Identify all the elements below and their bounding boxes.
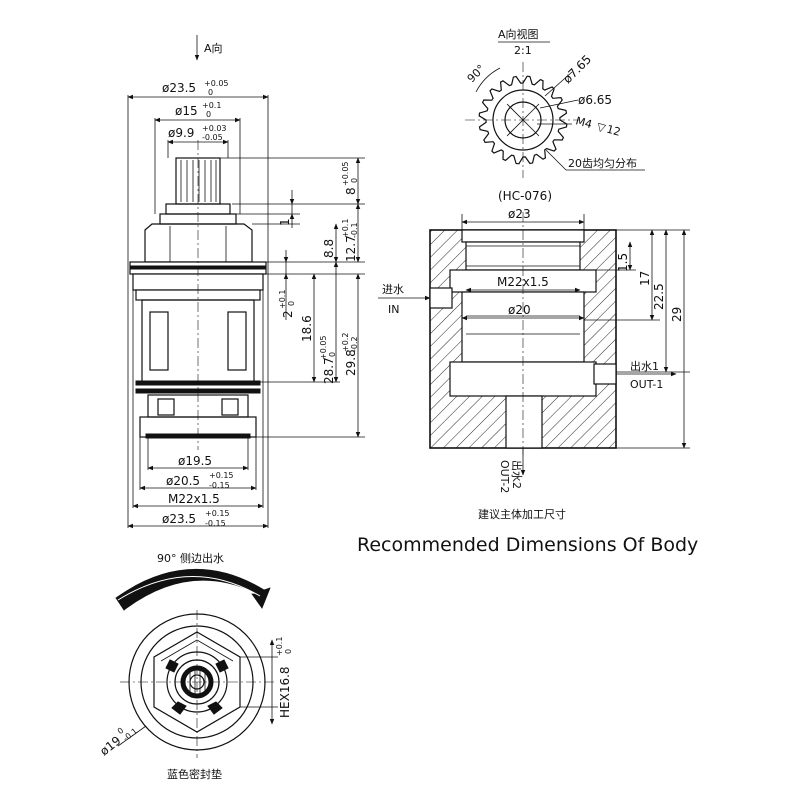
- dim-1: 1: [278, 218, 292, 226]
- dim-2-tol-lower: 0: [287, 301, 296, 306]
- hex-dim: HEX16.8: [278, 666, 292, 718]
- dim-bottom-width-tol-lower: -0.15: [205, 519, 226, 528]
- bottom-dia-tol-lower: -0.1: [121, 726, 139, 743]
- rotation-label: 90° 侧边出水: [157, 551, 224, 565]
- body-dim-23: ø23: [508, 207, 531, 221]
- dim-28-7-tol-upper: +0.05: [319, 335, 328, 360]
- dim-9-9-tol-upper: +0.03: [202, 124, 227, 133]
- spline-lines: [180, 160, 217, 202]
- dim-8-8: 8.8: [322, 239, 336, 258]
- dim-top-width-tol-lower: 0: [208, 88, 213, 97]
- outlet2-label-cn: 出水2: [510, 460, 524, 489]
- bottom-dia: ø19: [97, 733, 123, 758]
- dim-2-tol-upper: +0.1: [278, 290, 287, 309]
- view-a-spline-end: A向视图 2:1 90° ø7.65 ø6.65 M4 ▽ 12 20齿均匀分布…: [465, 27, 645, 203]
- dim-15-tol-upper: +0.1: [202, 101, 221, 110]
- bottom-dia-tol-upper: 0: [116, 726, 126, 736]
- dim-8: 8: [344, 187, 358, 195]
- dim-20-5-tol-lower: -0.15: [209, 481, 230, 490]
- dim-top-width-tol-upper: +0.05: [204, 79, 229, 88]
- dim-29-8-tol-lower: -0.2: [350, 336, 359, 352]
- inlet-label-cn: 进水: [382, 283, 404, 296]
- view-a-scale: 2:1: [514, 44, 532, 57]
- seal-note: 蓝色密封垫: [167, 767, 222, 781]
- body-dim-29: 29: [670, 307, 684, 322]
- view-a-angle: 90°: [465, 62, 488, 85]
- outlet1-label-en: OUT-1: [630, 378, 663, 391]
- bottom-view: 90° 侧边出水 HEX16.8 +0.1: [97, 551, 293, 781]
- cartridge-side-view: A向: [127, 35, 365, 529]
- view-a-dim-minor: ø6.65: [578, 93, 612, 107]
- view-a-model: (HC-076): [498, 189, 552, 203]
- body-dim-17: 17: [638, 271, 652, 286]
- inlet-label-en: IN: [388, 303, 399, 316]
- body-dim-22-5: 22.5: [652, 283, 666, 310]
- dim-29-8-tol-upper: +0.2: [341, 333, 350, 352]
- dim-8-tol-lower: 0: [350, 178, 359, 183]
- outlet2-label-en: OUT-2: [498, 460, 511, 493]
- dim-8-tol-upper: +0.05: [341, 161, 350, 186]
- body-section-view: ø23 M22x1.5 ø20 1.5 17 22.5 29 进水 IN: [357, 207, 698, 556]
- view-a-dim-thread: M4: [574, 114, 593, 131]
- outlet1-label-cn: 出水1: [630, 359, 659, 373]
- view-a-dim-depth: 12: [605, 123, 622, 139]
- dim-top-width: ø23.5: [162, 81, 196, 95]
- view-a-direction-label: A向: [204, 41, 223, 55]
- body-caption-cn: 建议主体加工尺寸: [478, 507, 566, 521]
- dim-12-7-tol-upper: +0.1: [341, 219, 350, 238]
- dim-9-9: ø9.9: [168, 126, 194, 140]
- hex-dim-tol-lower: 0: [284, 649, 293, 654]
- dim-12-7-tol-lower: -0.1: [350, 222, 359, 238]
- depth-icon: ▽: [595, 120, 607, 135]
- body-dim-m22: M22x1.5: [497, 275, 549, 289]
- dim-20-5: ø20.5: [166, 474, 200, 488]
- view-a-teeth-note: 20齿均匀分布: [568, 157, 637, 170]
- dim-19-5: ø19.5: [178, 454, 212, 468]
- dim-bottom-width-tol-upper: +0.15: [205, 509, 230, 518]
- dim-9-9-tol-lower: -0.05: [202, 133, 223, 142]
- dim-12-7: 12.7: [344, 235, 358, 262]
- dim-28-7: 28.7: [322, 357, 336, 384]
- dim-20-5-tol-upper: +0.15: [209, 471, 234, 480]
- dim-m22: M22x1.5: [168, 492, 220, 506]
- body-dim-1-5: 1.5: [616, 253, 630, 272]
- body-dim-20: ø20: [508, 303, 531, 317]
- hex-dim-tol-upper: +0.1: [275, 637, 284, 656]
- dim-bottom-width: ø23.5: [162, 512, 196, 526]
- body-caption-en: Recommended Dimensions Of Body: [357, 534, 698, 556]
- view-a-dim-major: ø7.65: [560, 52, 594, 86]
- dim-15: ø15: [175, 104, 198, 118]
- dim-2: 2: [281, 310, 295, 318]
- dim-28-7-tol-lower: 0: [328, 352, 337, 357]
- dim-15-tol-lower: 0: [206, 110, 211, 119]
- view-a-title: A向视图: [498, 27, 539, 41]
- dim-29-8: 29.8: [344, 349, 358, 376]
- dim-18-6: 18.6: [300, 315, 314, 342]
- rotation-arrow-icon: [115, 568, 271, 611]
